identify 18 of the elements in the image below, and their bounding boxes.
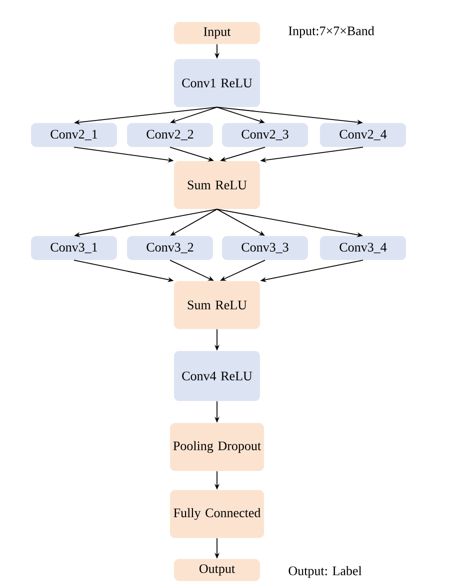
layer-box: Fully Connected xyxy=(170,490,264,538)
layer-box: Sum ReLU xyxy=(174,281,260,329)
layer-box: Conv3_4 xyxy=(320,236,406,260)
annotation-text: Output: Label xyxy=(288,566,362,578)
layer-box: Pooling Dropout xyxy=(170,423,264,471)
layer-box: Input xyxy=(174,22,260,44)
layer-box: Conv4 ReLU xyxy=(174,351,260,401)
layer-box: Conv3_1 xyxy=(31,236,117,260)
layer-box: Conv3_2 xyxy=(127,236,213,260)
layer-box: Conv3_3 xyxy=(222,236,308,260)
layer-box: Conv2_2 xyxy=(127,123,213,147)
layer-box: Output xyxy=(174,559,260,581)
layer-box: Conv1 ReLU xyxy=(174,59,260,107)
annotation-text: Input:7×7×Band xyxy=(288,26,374,38)
layer-box: Conv2_3 xyxy=(222,123,308,147)
layer-box: Conv2_1 xyxy=(31,123,117,147)
layer-box: Conv2_4 xyxy=(320,123,406,147)
layer-box: Sum ReLU xyxy=(174,161,260,209)
